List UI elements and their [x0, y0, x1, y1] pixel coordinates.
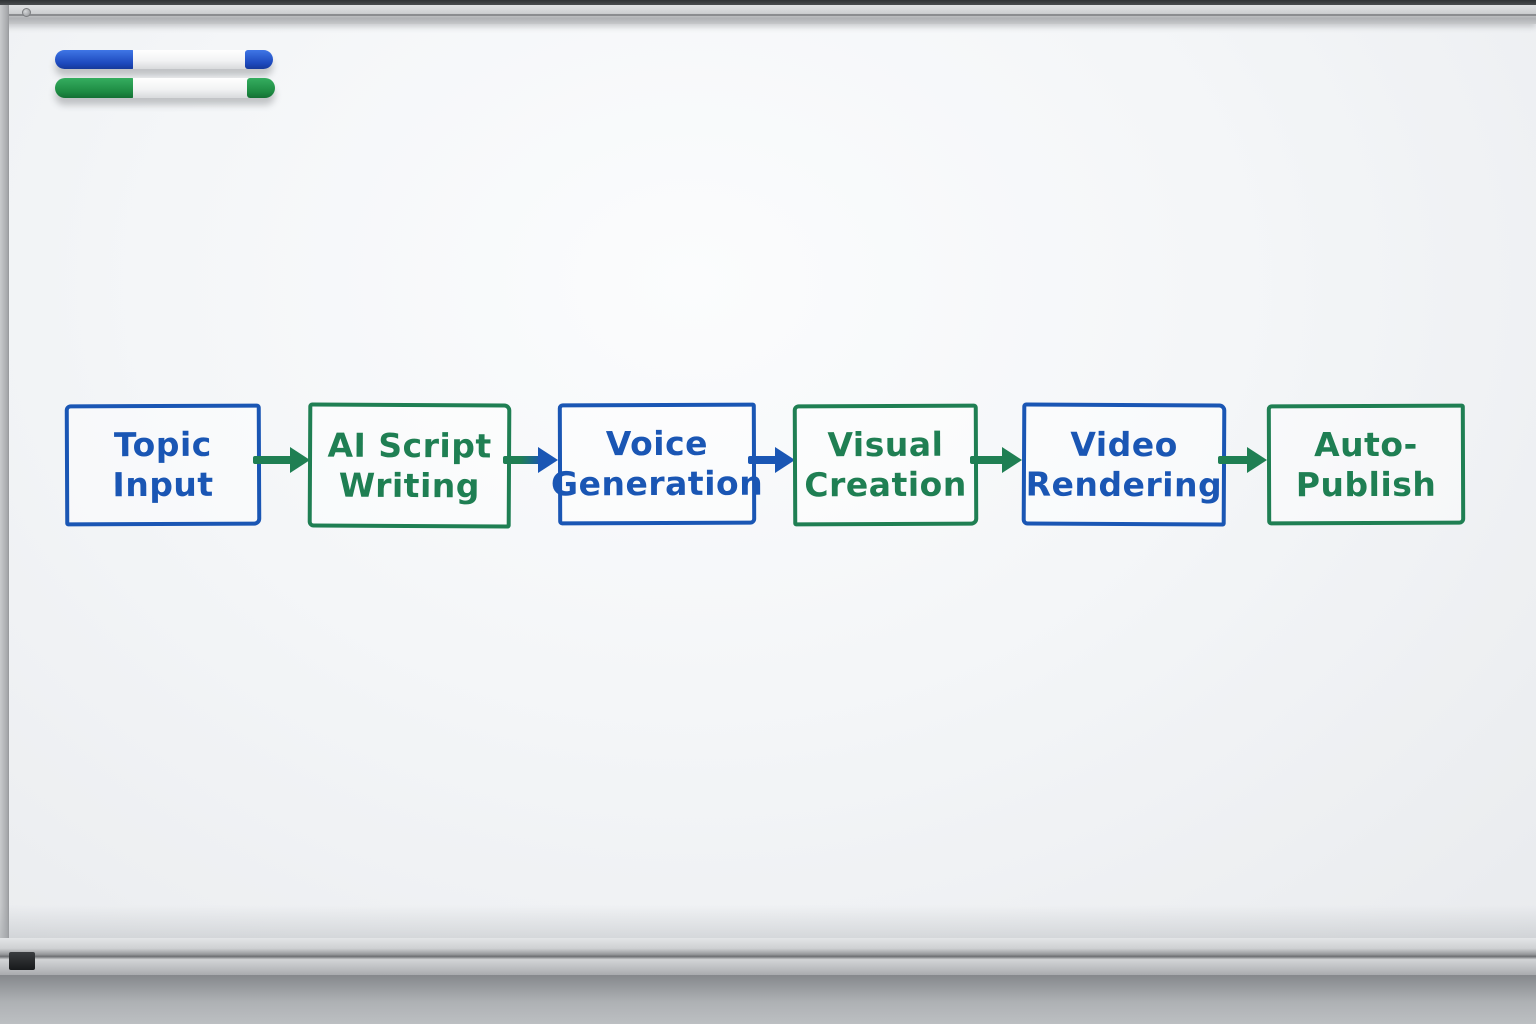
board-bottom-shadow — [0, 905, 1536, 940]
frame-screw — [22, 8, 31, 17]
pen-tray — [0, 938, 1536, 975]
arrow-head-icon — [775, 447, 795, 473]
step-label: Topic Input — [112, 424, 214, 505]
blue-marker-tip — [245, 50, 273, 69]
arrow-shaft — [503, 456, 542, 464]
flow-arrow-1 — [253, 447, 310, 473]
whiteboard-left-frame — [0, 5, 9, 990]
arrow-head-icon — [1247, 447, 1267, 473]
flow-step-visual-creation: Visual Creation — [792, 403, 979, 527]
arrow-shaft — [970, 456, 1006, 464]
green-marker-body — [133, 78, 249, 98]
blue-marker-body — [133, 50, 247, 69]
floor — [0, 975, 1536, 1024]
flow-step-auto-publish: Auto- Publish — [1266, 403, 1466, 526]
arrow-shaft — [1218, 456, 1251, 464]
blue-marker-cap — [55, 50, 135, 69]
flow-arrow-4 — [970, 447, 1022, 473]
step-label: Video Rendering — [1025, 424, 1223, 505]
flow-arrow-3 — [748, 447, 795, 473]
arrow-shaft — [253, 456, 294, 464]
flow-step-ai-script-writing: AI Script Writing — [307, 402, 512, 529]
flow-arrow-5 — [1218, 447, 1267, 473]
wall-top-strip — [0, 0, 1536, 5]
whiteboard-top-frame — [0, 5, 1536, 24]
green-marker-cap — [55, 78, 135, 98]
arrow-head-icon — [538, 447, 558, 473]
green-marker-tip — [247, 78, 275, 98]
blue-marker — [55, 50, 273, 69]
tray-endcap — [9, 952, 35, 970]
flow-step-video-rendering: Video Rendering — [1021, 402, 1227, 527]
flow-step-topic-input: Topic Input — [64, 403, 262, 527]
arrow-head-icon — [1002, 447, 1022, 473]
arrow-shaft — [748, 456, 779, 464]
step-label: Auto- Publish — [1295, 424, 1437, 504]
step-label: Visual Creation — [804, 424, 967, 505]
arrow-head-icon — [290, 447, 310, 473]
step-label: Voice Generation — [550, 423, 764, 504]
frame-groove — [0, 14, 1536, 16]
flow-arrow-2 — [503, 447, 558, 473]
step-label: AI Script Writing — [327, 425, 492, 505]
flow-step-voice-generation: Voice Generation — [551, 402, 763, 526]
green-marker — [55, 78, 275, 98]
whiteboard-surface — [0, 0, 1536, 940]
